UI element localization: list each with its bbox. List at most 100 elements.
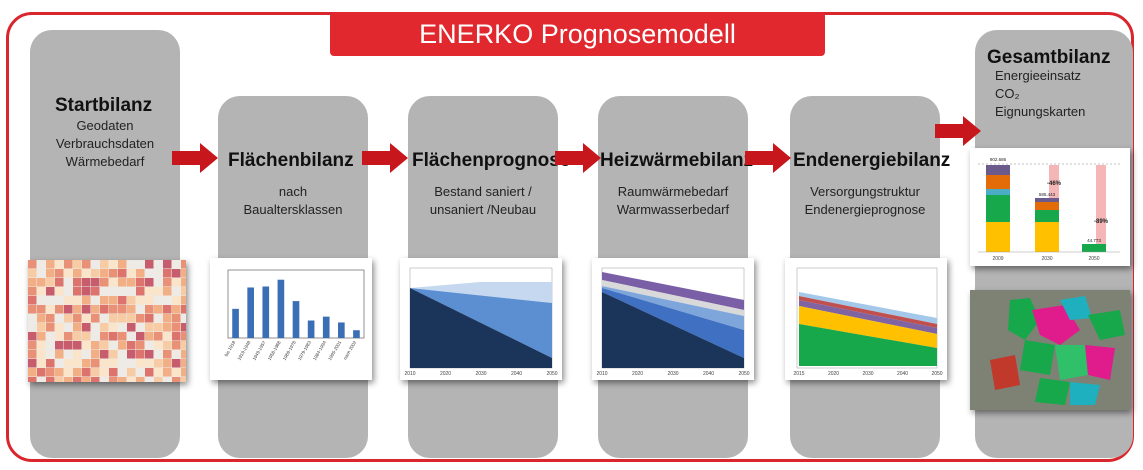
heatmap-cell xyxy=(55,332,64,341)
x-tick-label: 2030 xyxy=(862,371,873,377)
stage-line: Energieeinsatz xyxy=(995,68,1081,83)
heatmap-cell xyxy=(118,314,127,323)
heatmap-cell xyxy=(136,287,145,296)
x-tick-label: 2040 xyxy=(897,371,908,377)
heatmap-cell xyxy=(100,332,109,341)
heatmap-cell xyxy=(28,305,37,314)
heatmap-cell xyxy=(28,287,37,296)
heatmap-cell xyxy=(109,278,118,287)
heatmap-cell xyxy=(73,350,82,359)
heatmap-cell xyxy=(46,323,55,332)
stage-heading-flaechenbilanz: Flächenbilanz xyxy=(228,150,354,171)
x-tick-label: 1958-1968 xyxy=(267,340,282,362)
heatmap-cell xyxy=(82,359,91,368)
heatmap-cell xyxy=(154,359,163,368)
heatmap-cell xyxy=(145,260,154,269)
heatmap-cell xyxy=(55,287,64,296)
heatmap-cell xyxy=(46,305,55,314)
map-region xyxy=(1085,345,1115,380)
x-tick-label: 2020 xyxy=(632,371,643,377)
data-label: -89% xyxy=(1094,219,1109,225)
heatmap-cell xyxy=(136,278,145,287)
heatmap-cell xyxy=(154,287,163,296)
heatmap-cell xyxy=(118,278,127,287)
heatmap-map xyxy=(28,260,186,382)
heatmap-cell xyxy=(145,296,154,305)
heatmap-cell xyxy=(118,269,127,278)
stack-bar-2030 xyxy=(1035,222,1059,252)
reduction-bar-2050 xyxy=(1096,165,1106,244)
stage-line: unsaniert /Neubau xyxy=(429,202,537,217)
bar xyxy=(322,316,330,338)
heatmap-cell xyxy=(55,269,64,278)
heatmap-cell xyxy=(181,278,186,287)
area-base xyxy=(602,292,744,368)
heatmap-cell xyxy=(154,368,163,377)
heatmap-cell xyxy=(127,278,136,287)
stage-line: Warmwasserbedarf xyxy=(616,202,730,217)
x-tick-label: 2010 xyxy=(596,371,607,377)
stage-line: Bestand saniert / xyxy=(434,184,532,199)
heatmap-cell xyxy=(37,305,46,314)
stage-line: CO₂ xyxy=(995,86,1020,101)
map-region xyxy=(1020,340,1055,375)
heatmap-cell xyxy=(181,332,186,341)
heatmap-cell xyxy=(181,323,186,332)
heatmap-cell xyxy=(100,350,109,359)
bar xyxy=(277,279,285,338)
heatmap-cell xyxy=(73,341,82,350)
eignungskarte-map xyxy=(970,290,1130,410)
stage-column-startbilanz xyxy=(30,30,180,458)
heatmap-cell xyxy=(28,296,37,305)
heatmap-cell xyxy=(91,269,100,278)
heatmap-cell xyxy=(172,359,181,368)
flow-arrow-3 xyxy=(555,143,601,173)
heatmap-cell xyxy=(64,377,73,382)
data-label: 44.773 xyxy=(1087,238,1101,243)
flow-arrow-1 xyxy=(172,143,218,173)
stage-heading-heizwaermebilanz: Heizwärmebilanz xyxy=(600,150,754,171)
heatmap-cell xyxy=(145,323,154,332)
bar xyxy=(247,287,254,338)
stage-line: Versorgungstruktur xyxy=(810,184,920,199)
heatmap-cell xyxy=(64,305,73,314)
map-region xyxy=(1008,298,1040,340)
heatmap-cell xyxy=(109,368,118,377)
heatmap-cell xyxy=(127,350,136,359)
heatmap-cell xyxy=(64,269,73,278)
heatmap-cell xyxy=(109,377,118,382)
heatmap-cell xyxy=(145,305,154,314)
heatmap-cell xyxy=(28,332,37,341)
heatmap-cell xyxy=(109,269,118,278)
heatmap-cell xyxy=(82,269,91,278)
heatmap-cell xyxy=(145,350,154,359)
heatmap-cell xyxy=(91,341,100,350)
heatmap-cell xyxy=(100,260,109,269)
heatmap-cell xyxy=(100,305,109,314)
area-space-heat-a xyxy=(602,288,744,358)
flow-arrow-2 xyxy=(362,143,408,173)
heatmap-cell xyxy=(73,305,82,314)
heatmap-cell xyxy=(46,314,55,323)
heatmap-cell xyxy=(136,350,145,359)
map-region xyxy=(1088,310,1125,340)
heatmap-cell xyxy=(118,260,127,269)
x-tick-label: 2010 xyxy=(404,371,415,377)
heatmap-cell xyxy=(46,278,55,287)
bar xyxy=(292,301,300,338)
heatmap-cell xyxy=(181,269,186,278)
heatmap-cell xyxy=(172,377,181,382)
heatmap-cell xyxy=(91,359,100,368)
heatmap-cell xyxy=(109,332,118,341)
area-hot-water xyxy=(602,272,744,310)
heatmap-cell xyxy=(145,368,154,377)
heatmap-cell xyxy=(37,359,46,368)
heatmap-cell xyxy=(172,269,181,278)
x-tick-label: 2009 xyxy=(992,256,1003,262)
heatmap-cell xyxy=(172,314,181,323)
heatmap-cell xyxy=(55,278,64,287)
heatmap-cell xyxy=(73,296,82,305)
